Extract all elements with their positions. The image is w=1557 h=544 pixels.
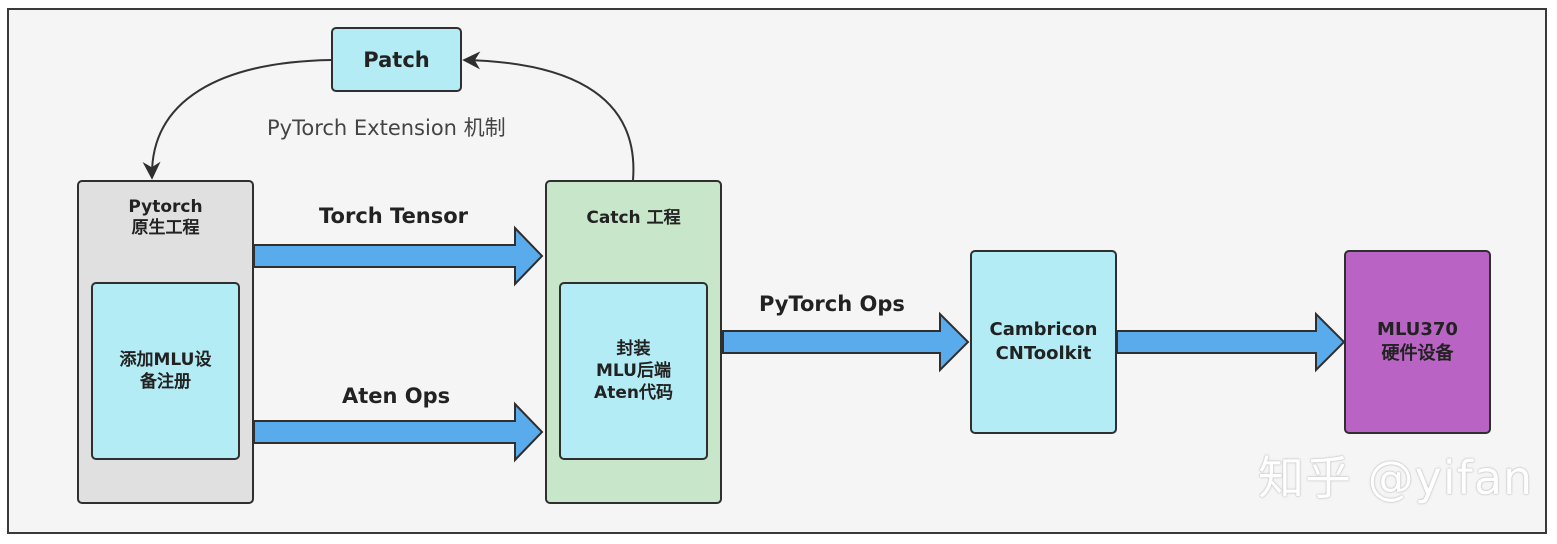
pytorch-inner-box: 添加MLU设 备注册	[91, 282, 240, 460]
catch-to-patch-connector	[462, 51, 635, 181]
aten-ops-arrow	[253, 401, 544, 463]
mlu370-hardware-label: MLU370 硬件设备	[1377, 319, 1458, 364]
pytorch-ops-label: PyTorch Ops	[759, 292, 905, 316]
cambricon-cntoolkit-label: Cambricon CNToolkit	[989, 319, 1098, 364]
extension-label: PyTorch Extension 机制	[267, 116, 506, 140]
pytorch-native-title: Pytorch 原生工程	[128, 197, 203, 238]
patch-label: Patch	[363, 47, 430, 72]
mlu-backend-aten-text: 封装 MLU后端 Aten代码	[594, 339, 673, 403]
patch-to-pytorch-connector	[142, 59, 332, 180]
patch-box: Patch	[331, 27, 462, 92]
catch-inner-box: 封装 MLU后端 Aten代码	[559, 282, 708, 460]
catch-project-title: Catch 工程	[586, 208, 681, 228]
aten-ops-label: Aten Ops	[342, 384, 451, 408]
cambricon-to-mlu-arrow	[1116, 311, 1346, 373]
cambricon-cntoolkit-box: Cambricon CNToolkit	[970, 250, 1117, 434]
torch-tensor-arrow	[253, 225, 544, 287]
zhihu-watermark: 知乎 @yifan	[1258, 451, 1534, 505]
mlu-device-registration-text: 添加MLU设 备注册	[119, 350, 212, 392]
mlu370-hardware-box: MLU370 硬件设备	[1344, 250, 1491, 434]
torch-tensor-label: Torch Tensor	[319, 204, 469, 228]
pytorch-ops-arrow	[722, 311, 970, 373]
diagram-frame	[7, 8, 1547, 534]
